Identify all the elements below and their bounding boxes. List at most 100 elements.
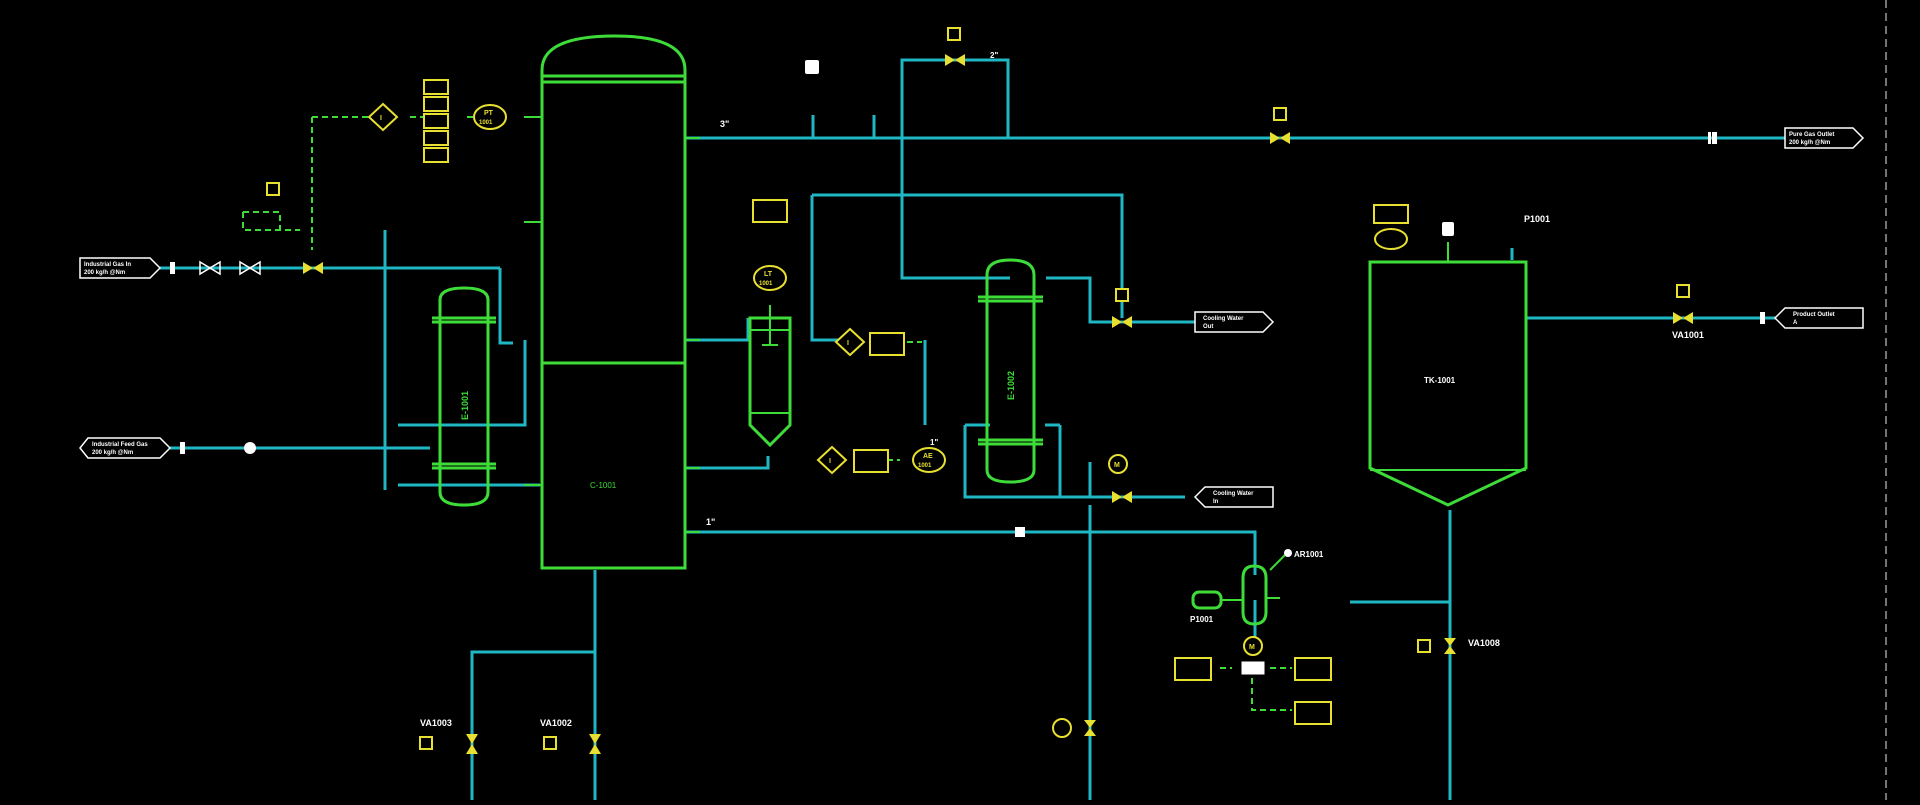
- analyzer-display-1[interactable]: [869, 332, 905, 356]
- va1002-tag: VA1002: [540, 718, 572, 728]
- positioner-box-6[interactable]: [419, 736, 433, 750]
- svg-text:M: M: [1114, 462, 1120, 469]
- svg-text:Out: Out: [1203, 324, 1213, 330]
- tank-tag: TK-1001: [1424, 376, 1456, 385]
- pt-transmitter[interactable]: PT 1001: [473, 104, 507, 130]
- positioner-box-4[interactable]: [1115, 288, 1129, 302]
- control-valve-bubble[interactable]: M: [1108, 454, 1128, 474]
- tank-display[interactable]: [1373, 204, 1409, 224]
- valve-top-outlet[interactable]: [1270, 132, 1290, 144]
- lt-display[interactable]: [752, 199, 788, 223]
- exchanger-e1002[interactable]: E-1002: [978, 258, 1043, 484]
- display-box-5[interactable]: [423, 147, 449, 163]
- valve-va1003[interactable]: [466, 734, 478, 754]
- svg-text:Cooling Water: Cooling Water: [1203, 316, 1244, 322]
- manual-valve-2[interactable]: [239, 260, 261, 276]
- tank-valve-tag: P1001: [1524, 214, 1550, 224]
- exchanger-e1001[interactable]: E-1001: [432, 286, 496, 507]
- svg-text:I: I: [380, 115, 382, 122]
- svg-text:M: M: [1249, 644, 1255, 651]
- fittings: [170, 60, 1765, 537]
- svg-text:200 kg/h @Nm: 200 kg/h @Nm: [84, 270, 125, 276]
- valve-va1001[interactable]: [1673, 312, 1693, 324]
- positioner-box-1[interactable]: [266, 182, 280, 196]
- exchanger2-tag: E-1002: [1006, 371, 1016, 400]
- line-size-mid: 1": [706, 517, 715, 527]
- svg-text:LT: LT: [764, 271, 773, 278]
- stream-in-1[interactable]: Industrial Gas In 200 kg/h @Nm: [79, 257, 162, 279]
- motor-bubble[interactable]: M: [1243, 636, 1263, 656]
- vfd-box[interactable]: [1241, 661, 1265, 675]
- svg-text:Industrial Feed Gas: Industrial Feed Gas: [92, 442, 148, 448]
- interlock-diamond-2[interactable]: I: [834, 327, 866, 357]
- tank-tk1001[interactable]: TK-1001: [1368, 242, 1528, 507]
- pump-display-3[interactable]: [1294, 701, 1332, 725]
- stream-in-2[interactable]: Industrial Feed Gas 200 kg/h @Nm: [79, 437, 172, 459]
- line-size-top: 3": [720, 119, 729, 129]
- valve-cw-out[interactable]: [1112, 316, 1132, 328]
- display-box-4[interactable]: [423, 130, 449, 146]
- pump-tag: P1001: [1190, 615, 1214, 624]
- instruments: PT 1001 I I I LT 1001: [266, 27, 1690, 750]
- stream-out-top[interactable]: Pure Gas Outlet 200 kg/h @Nm: [1784, 127, 1865, 149]
- tank-level-bubble[interactable]: [1374, 228, 1408, 250]
- valve-va1008[interactable]: [1444, 638, 1456, 654]
- ae-element[interactable]: AE 1001: [912, 447, 946, 473]
- svg-text:I: I: [829, 458, 831, 465]
- va1001-tag: VA1001: [1672, 330, 1704, 340]
- display-box-3[interactable]: [423, 113, 449, 129]
- valve-top-bypass[interactable]: [945, 54, 965, 66]
- line-size-h1: 2": [990, 51, 998, 60]
- svg-text:Product Outlet: Product Outlet: [1793, 312, 1835, 318]
- svg-text:PT: PT: [484, 110, 494, 117]
- line-size-h2: 1": [930, 438, 938, 447]
- va1008-tag: VA1008: [1468, 638, 1500, 648]
- stream-product[interactable]: Product Outlet A: [1773, 307, 1864, 329]
- svg-text:AE: AE: [923, 453, 933, 460]
- svg-text:Pure Gas Outlet: Pure Gas Outlet: [1789, 132, 1834, 138]
- positioner-box-3[interactable]: [1273, 107, 1287, 121]
- svg-text:Industrial Gas In: Industrial Gas In: [84, 262, 131, 268]
- analyzer-display-2[interactable]: [853, 449, 889, 473]
- manual-valve-1[interactable]: [199, 260, 221, 276]
- reflux-drum[interactable]: [748, 305, 792, 448]
- column-tag: C-1001: [590, 481, 617, 490]
- svg-text:200 kg/h @Nm: 200 kg/h @Nm: [92, 450, 133, 456]
- positioner-box-5[interactable]: [1676, 284, 1690, 298]
- interlock-diamond-3[interactable]: I: [816, 445, 848, 475]
- agitator-vessel[interactable]: AR1001: [1241, 549, 1324, 626]
- agitator-indicator-icon: [1284, 549, 1292, 557]
- agitator-tag: AR1001: [1294, 550, 1324, 559]
- va1003-tag: VA1003: [420, 718, 452, 728]
- interlock-diamond-1[interactable]: I: [367, 102, 399, 132]
- valve-feed-control[interactable]: [303, 262, 323, 274]
- svg-text:1001: 1001: [759, 281, 773, 287]
- positioner-box-7[interactable]: [543, 736, 557, 750]
- stream-cw-out[interactable]: Cooling Water Out: [1194, 311, 1275, 333]
- lt-transmitter[interactable]: LT 1001: [753, 265, 787, 291]
- sample-bubble[interactable]: [1052, 718, 1072, 738]
- positioner-box-8[interactable]: [1417, 639, 1431, 653]
- svg-text:Cooling Water: Cooling Water: [1213, 491, 1254, 497]
- valve-va1002[interactable]: [589, 734, 601, 754]
- display-box-1[interactable]: [423, 79, 449, 95]
- valve-bottom-centre[interactable]: [1084, 720, 1096, 736]
- stream-cw-in[interactable]: Cooling Water In: [1193, 486, 1274, 508]
- svg-text:1001: 1001: [479, 120, 493, 126]
- svg-text:200 kg/h @Nm: 200 kg/h @Nm: [1789, 140, 1830, 146]
- valves: [199, 54, 1693, 754]
- valve-cw-in[interactable]: [1112, 491, 1132, 503]
- pump-p1001[interactable]: P1001: [1190, 590, 1243, 624]
- exchanger1-tag: E-1001: [460, 391, 470, 420]
- process-lines: [160, 58, 1785, 800]
- pump-display-2[interactable]: [1294, 657, 1332, 681]
- svg-text:In: In: [1213, 499, 1219, 505]
- svg-text:A: A: [1793, 320, 1798, 326]
- column-c1001[interactable]: C-1001: [524, 34, 700, 570]
- pump-display-1[interactable]: [1174, 657, 1212, 681]
- positioner-box-2[interactable]: [947, 27, 961, 41]
- svg-text:1001: 1001: [918, 463, 932, 469]
- display-box-2[interactable]: [423, 96, 449, 112]
